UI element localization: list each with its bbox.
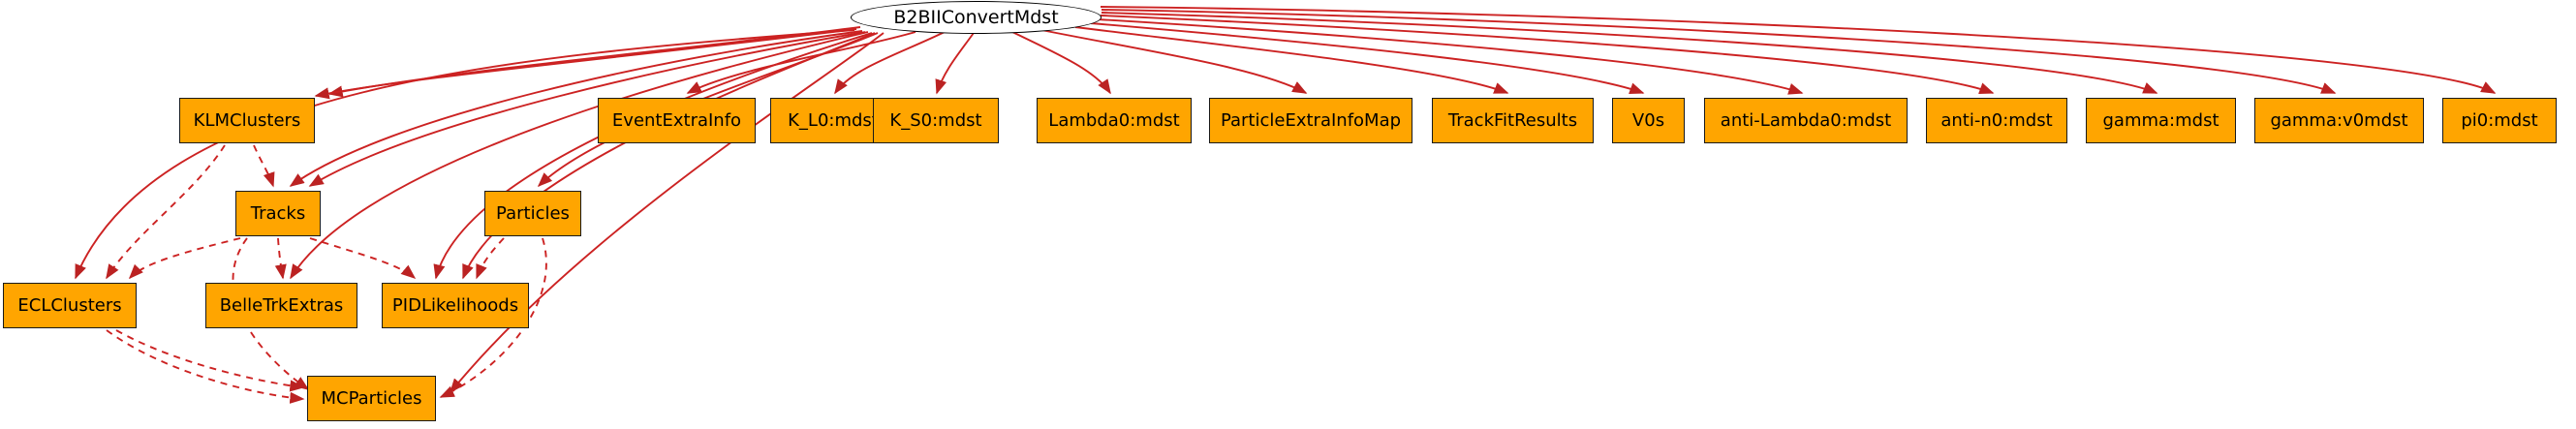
node-particleextrainfomap[interactable]: ParticleExtraInfoMap xyxy=(1209,98,1412,143)
node-label: PIDLikelihoods xyxy=(391,294,519,316)
node-k-s0-mdst[interactable]: K_S0:mdst xyxy=(873,98,999,143)
node-label: K_S0:mdst xyxy=(889,109,982,131)
node-label: B2BIIConvertMdst xyxy=(893,6,1059,28)
node-label: V0s xyxy=(1631,109,1665,131)
node-label: Tracks xyxy=(250,202,306,224)
node-label: gamma:mdst xyxy=(2102,109,2219,131)
node-label: EventExtraInfo xyxy=(611,109,742,131)
node-anti-n0-mdst[interactable]: anti-n0:mdst xyxy=(1926,98,2067,143)
node-gamma-mdst[interactable]: gamma:mdst xyxy=(2086,98,2236,143)
node-tracks[interactable]: Tracks xyxy=(235,191,321,236)
node-eventextrainfo[interactable]: EventExtraInfo xyxy=(598,98,756,143)
node-b2biiconvertmdst[interactable]: B2BIIConvertMdst xyxy=(851,1,1102,34)
node-eclclusters[interactable]: ECLClusters xyxy=(3,283,137,328)
node-v0s[interactable]: V0s xyxy=(1612,98,1685,143)
node-label: anti-n0:mdst xyxy=(1940,109,2053,131)
node-label: pi0:mdst xyxy=(2461,109,2538,131)
node-label: Lambda0:mdst xyxy=(1048,109,1180,131)
node-trackfitresults[interactable]: TrackFitResults xyxy=(1432,98,1594,143)
node-label: BelleTrkExtras xyxy=(219,294,344,316)
node-pi0-mdst[interactable]: pi0:mdst xyxy=(2442,98,2557,143)
node-anti-lambda0-mdst[interactable]: anti-Lambda0:mdst xyxy=(1704,98,1908,143)
node-lambda0-mdst[interactable]: Lambda0:mdst xyxy=(1037,98,1192,143)
node-klmclusters[interactable]: KLMClusters xyxy=(179,98,315,143)
node-mcparticles[interactable]: MCParticles xyxy=(307,376,436,421)
relation-edges xyxy=(106,144,547,404)
node-belletrkextras[interactable]: BelleTrkExtras xyxy=(205,283,357,328)
node-label: ECLClusters xyxy=(17,294,122,316)
node-label: Particles xyxy=(496,202,570,224)
node-gamma-v0mdst[interactable]: gamma:v0mdst xyxy=(2254,98,2424,143)
node-particles[interactable]: Particles xyxy=(484,191,581,236)
root-edges xyxy=(75,6,2497,394)
node-label: anti-Lambda0:mdst xyxy=(1720,109,1892,131)
node-label: TrackFitResults xyxy=(1447,109,1578,131)
node-label: gamma:v0mdst xyxy=(2270,109,2408,131)
node-label: ParticleExtraInfoMap xyxy=(1220,109,1402,131)
node-label: K_L0:mdst xyxy=(788,109,879,131)
node-label: MCParticles xyxy=(321,387,422,409)
node-label: KLMClusters xyxy=(193,109,301,131)
node-pidlikelihoods[interactable]: PIDLikelihoods xyxy=(382,283,529,328)
